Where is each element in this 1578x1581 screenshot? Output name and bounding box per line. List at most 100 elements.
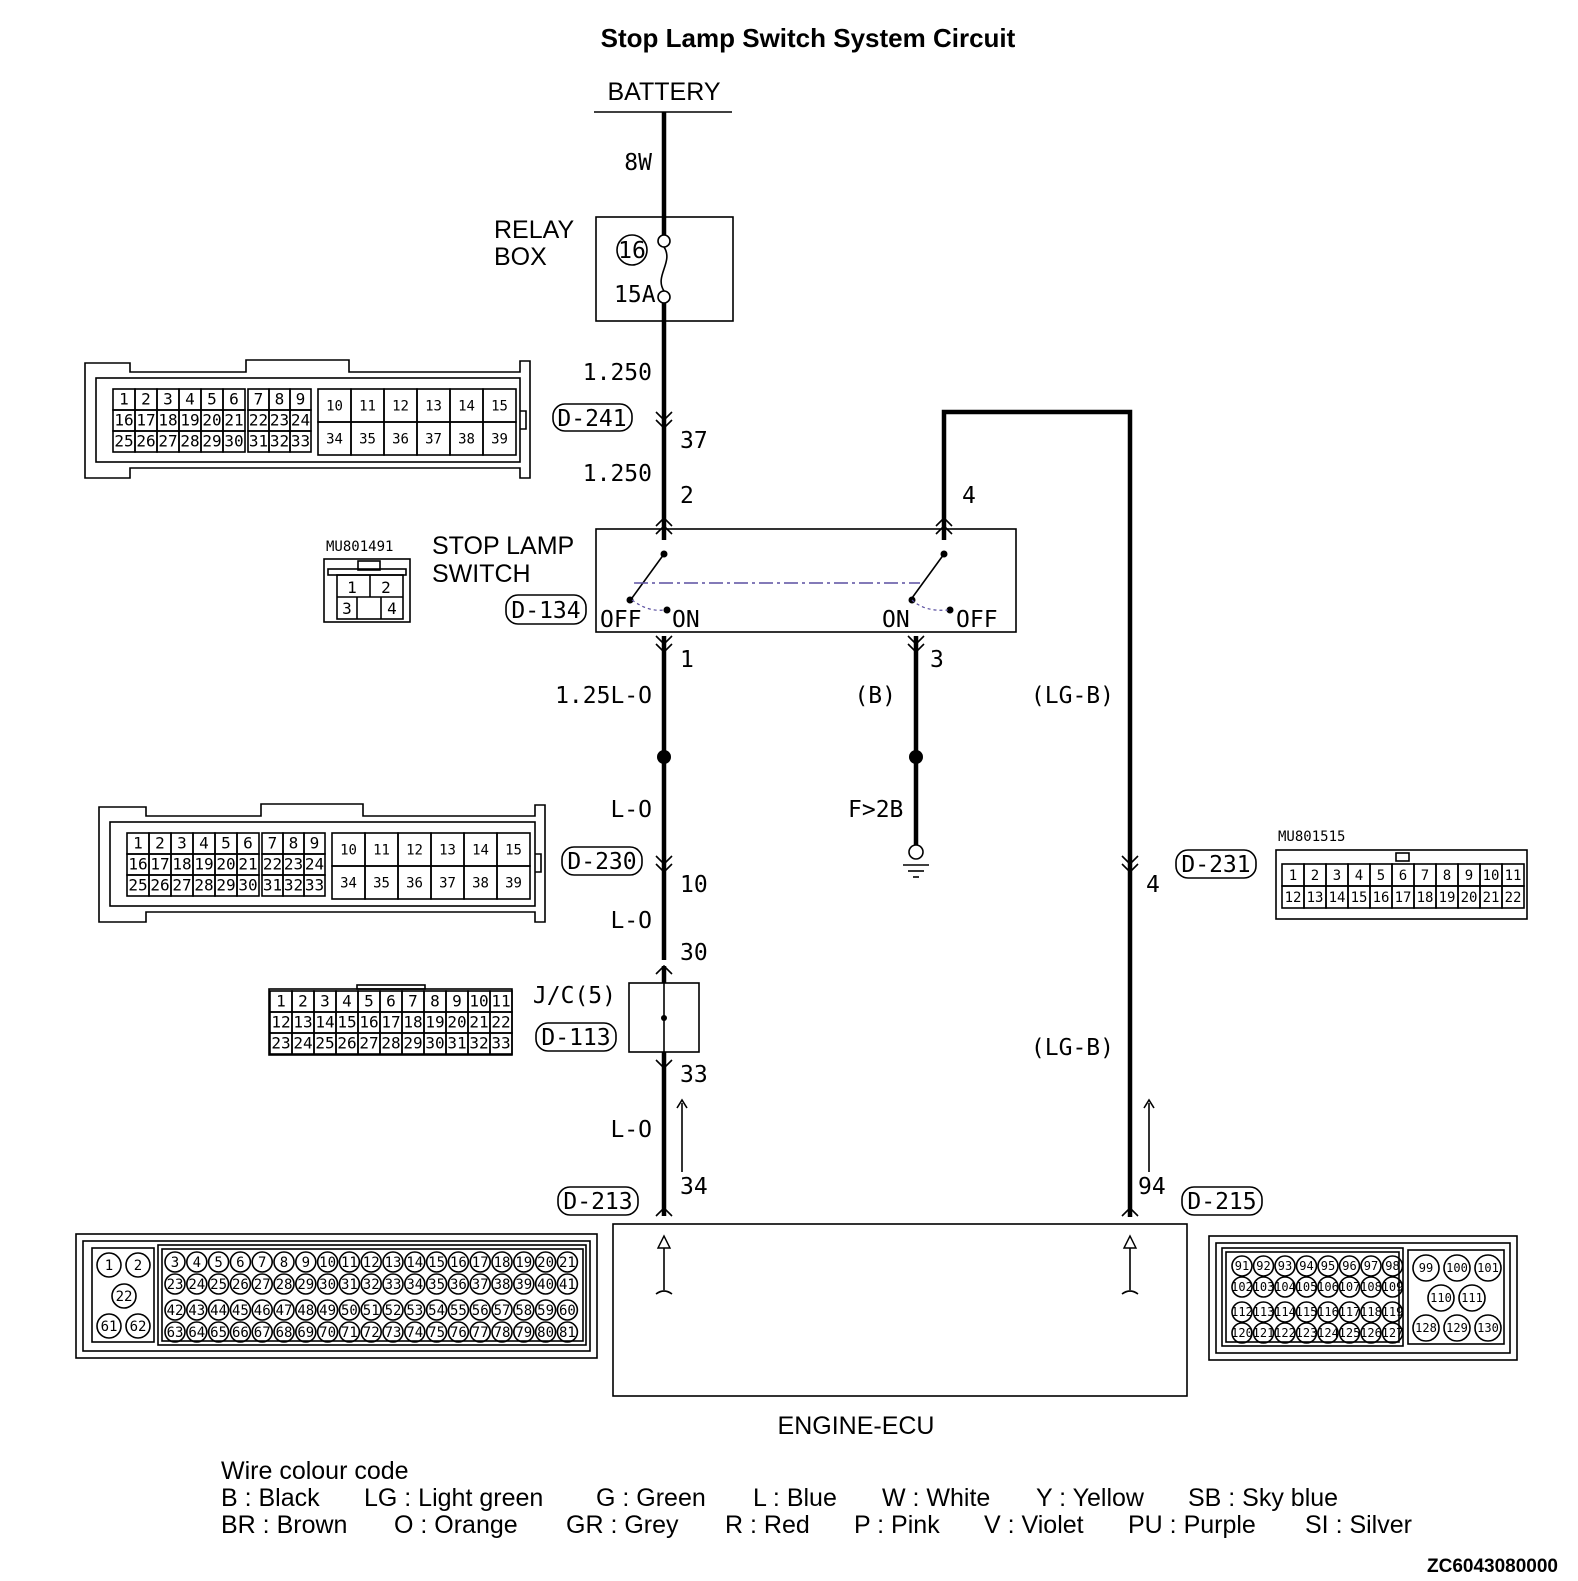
battery-label: BATTERY <box>608 78 721 106</box>
ecu-right-pin: 102 <box>1231 1280 1253 1294</box>
d-241-pin: 31 <box>249 432 268 451</box>
d-241-tag <box>552 403 633 432</box>
ecu-right-pin: 114 <box>1274 1305 1296 1319</box>
ecu-left-pin-circle <box>229 1251 252 1273</box>
ecu-right-pin: 105 <box>1296 1280 1318 1294</box>
ecu-right-pin: 104 <box>1274 1280 1296 1294</box>
ecu-right-pin-circle <box>1317 1276 1339 1298</box>
ecu-right-big-pin: 100 <box>1446 1261 1468 1275</box>
ecu-left-pin: 5 <box>214 1255 222 1271</box>
d-231-pin: 16 <box>1373 890 1390 906</box>
d-134-face: 1 2 3 4 <box>323 558 411 623</box>
d-113-pin: 20 <box>447 1013 466 1032</box>
ecu-left-pin: 21 <box>559 1255 576 1271</box>
d-113-pin: 28 <box>381 1034 400 1053</box>
d-134-tag <box>505 594 587 625</box>
d-241-pin: 7 <box>254 390 264 409</box>
ecu-right-pin-circle <box>1231 1276 1253 1298</box>
ecu-left-pin-circle <box>512 1321 535 1343</box>
d-215-label: D-215 <box>1187 1189 1256 1215</box>
switch-arrows-bottom <box>655 635 925 654</box>
ecu-right-pin: 108 <box>1360 1280 1382 1294</box>
ecu-right-pin: 91 <box>1235 1259 1249 1273</box>
d-113-pin: 26 <box>337 1034 356 1053</box>
ecu-right-pin: 120 <box>1231 1326 1253 1340</box>
d-241-cell <box>289 430 312 453</box>
legend-entry: LG : Light green <box>364 1484 543 1512</box>
d-241-pin: 8 <box>275 390 285 409</box>
d-241-pin: 4 <box>185 390 195 409</box>
ecu-left-pin: 62 <box>130 1319 147 1335</box>
part-number-mu801491: MU801491 <box>326 539 393 555</box>
d-241-pin: 30 <box>224 432 243 451</box>
ecu-right-pin-circle <box>1231 1322 1253 1344</box>
ecu-left-pin-circle <box>251 1273 274 1295</box>
ecu-left-pin-circle <box>447 1273 470 1295</box>
d-230-pin: 17 <box>150 855 169 874</box>
ecu-left-pin: 41 <box>559 1277 576 1293</box>
ecu-left-pin-circle <box>125 1252 151 1278</box>
d-241-pin: 25 <box>114 432 133 451</box>
ecu-right-pin-circle <box>1360 1301 1382 1323</box>
d-113-pin: 25 <box>315 1034 334 1053</box>
ecu-left-pin-circle <box>207 1273 230 1295</box>
ecu-left-pin: 38 <box>494 1277 511 1293</box>
ecu-left-pin-circle <box>338 1299 361 1321</box>
d-241-pin: 19 <box>180 411 199 430</box>
d-230-pin: 20 <box>216 855 235 874</box>
ecu-left-pin: 50 <box>341 1303 358 1319</box>
d-113-pin: 5 <box>364 992 374 1011</box>
ecu-left-pin-circle <box>534 1251 557 1273</box>
d-241-pin: 33 <box>291 432 310 451</box>
ecu-left-pin: 36 <box>450 1277 467 1293</box>
fuse-rating: 15A <box>614 282 656 308</box>
ecu-left-pin: 44 <box>210 1303 227 1319</box>
ecu-right-pin-circle <box>1274 1322 1296 1344</box>
ecu-left-pin: 43 <box>188 1303 205 1319</box>
ecu-left-pin: 23 <box>167 1277 184 1293</box>
ecu-left-pin-circle <box>316 1299 339 1321</box>
relay-box-label-line2: BOX <box>494 243 547 271</box>
d-230-pin: 33 <box>305 876 324 895</box>
ecu-left-pin: 35 <box>428 1277 445 1293</box>
ecu-left-pin: 70 <box>319 1325 336 1341</box>
ecu-left-pin-circle <box>251 1321 274 1343</box>
ecu-left-pin-circle <box>360 1273 383 1295</box>
ecu-left-pin: 7 <box>258 1255 266 1271</box>
ecu-left-pin-circle <box>273 1273 295 1295</box>
ecu-left-pin-circle <box>186 1299 208 1321</box>
ecu-left-pin: 68 <box>276 1325 293 1341</box>
ecu-right-pin: 92 <box>1256 1259 1270 1273</box>
ecu-left-pin-circle <box>186 1321 208 1343</box>
ecu-left-pin-circle <box>294 1321 317 1343</box>
ecu-left-pin: 67 <box>254 1325 271 1341</box>
wire-b-label: (B) <box>854 683 896 709</box>
ecu-left-pin-circle <box>251 1299 274 1321</box>
wire-lgb <box>941 409 1133 1217</box>
d-241-pin: 35 <box>359 432 376 448</box>
legend-entry: O : Orange <box>394 1511 518 1539</box>
d-113-pin: 33 <box>491 1034 510 1053</box>
d-113-pin: 11 <box>491 992 510 1011</box>
d-231-pin: 7 <box>1421 868 1429 884</box>
d-241-pin: 36 <box>392 432 409 448</box>
d-113-pin: 16 <box>359 1013 378 1032</box>
ecu-left-pin: 34 <box>406 1277 423 1293</box>
legend-entry: GR : Grey <box>566 1511 679 1539</box>
ecu-right-pin: 112 <box>1231 1305 1253 1319</box>
ecu-right-pin: 123 <box>1296 1326 1318 1340</box>
ecu-left-pin: 27 <box>254 1277 271 1293</box>
ecu-left-pin: 81 <box>559 1325 576 1341</box>
ecu-right-big-pin-circle <box>1458 1284 1486 1312</box>
d-113-pin: 10 <box>469 992 488 1011</box>
ecu-left-pin-circle <box>229 1321 252 1343</box>
d-241-pin: 15 <box>491 399 508 415</box>
ecu-left-pin-circle <box>425 1273 448 1295</box>
ecu-right-big-pin: 99 <box>1419 1261 1433 1275</box>
d-231-pin: 6 <box>1399 868 1407 884</box>
d-113-pin: 21 <box>469 1013 488 1032</box>
